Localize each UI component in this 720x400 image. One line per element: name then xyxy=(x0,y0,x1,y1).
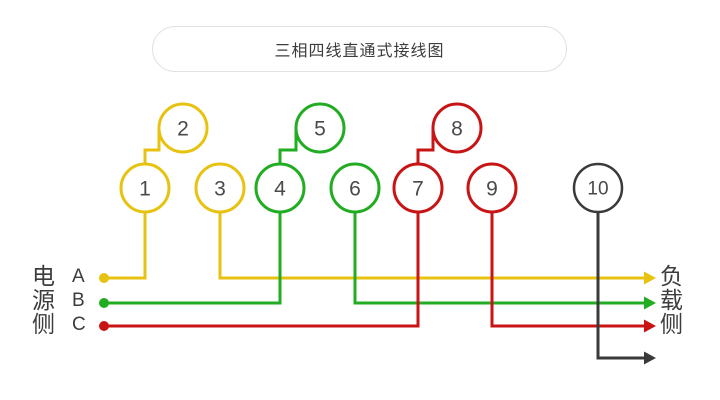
terminal-3-label: 3 xyxy=(214,178,226,201)
wire-neutral-path xyxy=(596,186,646,360)
phase-label-b: B xyxy=(72,290,85,311)
wire-phase-a-in xyxy=(99,186,147,283)
source-side-char-2: 源 xyxy=(32,287,55,313)
phase-label-a: A xyxy=(72,266,85,287)
phase-label-c: C xyxy=(72,314,86,335)
wire-c-in-path xyxy=(102,186,420,328)
source-side-char-3: 侧 xyxy=(32,311,55,337)
wire-b-out-path xyxy=(353,186,646,305)
page-title: 三相四线直通式接线图 xyxy=(274,43,445,60)
terminal-4-circle[interactable] xyxy=(254,162,306,214)
terminal-7-label: 7 xyxy=(412,178,424,201)
arrow-load-b xyxy=(644,296,656,310)
terminal-4[interactable]: 4 xyxy=(254,162,306,214)
phase-labels: A B C xyxy=(72,266,86,338)
terminal-7[interactable]: 7 xyxy=(392,162,444,214)
wire-a-out-path xyxy=(218,186,646,280)
terminal-10-label: 10 xyxy=(587,179,608,200)
terminal-9[interactable]: 9 xyxy=(466,162,518,214)
terminal-7-circle[interactable] xyxy=(392,162,444,214)
terminal-8[interactable]: 8 xyxy=(431,102,483,154)
terminal-1[interactable]: 1 xyxy=(119,162,171,214)
terminal-4-label: 4 xyxy=(274,178,286,201)
terminal-2-label: 2 xyxy=(177,118,189,141)
terminal-8-circle[interactable] xyxy=(431,102,483,154)
terminal-9-circle[interactable] xyxy=(466,162,518,214)
wire-b-in-path xyxy=(102,186,282,305)
terminal-5-label: 5 xyxy=(314,118,326,141)
wire-phase-b-out xyxy=(353,186,656,310)
terminal-6-circle[interactable] xyxy=(329,162,381,214)
wire-c-out-path xyxy=(490,186,646,328)
terminal-3-circle[interactable] xyxy=(194,162,246,214)
arrow-load-c xyxy=(644,319,656,333)
load-side-char-2: 载 xyxy=(660,287,683,313)
wire-a-in-path xyxy=(102,186,147,280)
terminal-2-circle[interactable] xyxy=(157,102,209,154)
terminal-10-circle[interactable] xyxy=(572,162,624,214)
terminal-1-circle[interactable] xyxy=(119,162,171,214)
terminal-5[interactable]: 5 xyxy=(294,102,346,154)
wire-phase-c-in xyxy=(99,186,420,331)
terminal-6-label: 6 xyxy=(349,178,361,201)
terminal-10[interactable]: 10 xyxy=(572,162,624,214)
load-side-char-1: 负 xyxy=(660,263,683,289)
source-side-char-1: 电 xyxy=(32,263,55,289)
arrow-load-n xyxy=(644,351,656,365)
load-side-label: 负 载 侧 xyxy=(660,264,683,336)
terminal-3[interactable]: 3 xyxy=(194,162,246,214)
source-side-label: 电 源 侧 xyxy=(32,264,55,336)
terminal-5-circle[interactable] xyxy=(294,102,346,154)
diagram-title-pill: 三相四线直通式接线图 xyxy=(152,26,567,72)
wire-phase-c-out xyxy=(490,186,656,333)
arrow-load-a xyxy=(644,271,656,285)
load-side-char-3: 侧 xyxy=(660,311,683,337)
terminal-1-label: 1 xyxy=(139,178,151,201)
terminal-8-label: 8 xyxy=(451,118,463,141)
wire-phase-b-in xyxy=(99,186,282,308)
wire-neutral xyxy=(596,186,656,365)
terminal-2[interactable]: 2 xyxy=(157,102,209,154)
wire-phase-a-out xyxy=(218,186,656,285)
terminal-6[interactable]: 6 xyxy=(329,162,381,214)
terminal-9-label: 9 xyxy=(486,178,498,201)
